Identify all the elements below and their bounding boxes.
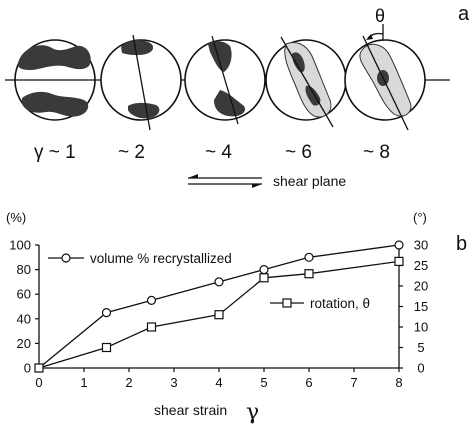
y-left-ticks: 0 20 40 60 80 100	[9, 238, 39, 376]
upper-arrowhead-left	[188, 174, 198, 178]
theta-arrowhead	[366, 34, 373, 40]
circle-5-label: ~ 8	[363, 142, 390, 163]
legend-label-volume: volume % recrystallized	[90, 251, 232, 266]
circle-2-label: ~ 2	[118, 142, 145, 163]
y-right-tick-label: 20	[414, 279, 428, 294]
fabric-circle-2	[100, 34, 182, 131]
texture-maximum-upper	[121, 39, 154, 56]
x-tick-label: 2	[125, 375, 132, 390]
texture-maximum-lower	[22, 91, 89, 117]
texture-maximum-lower	[214, 90, 246, 117]
lower-arrowhead-right	[252, 184, 262, 188]
x-tick-label: 0	[35, 375, 42, 390]
shear-plane-label: shear plane	[273, 173, 346, 189]
y-right-tick-label: 15	[414, 299, 428, 314]
y-right-unit: (°)	[413, 210, 427, 225]
data-point-volume	[146, 295, 157, 305]
data-point-volume	[394, 240, 404, 250]
data-point-volume	[101, 308, 112, 318]
y-left-tick-label: 40	[17, 311, 31, 326]
x-ticks: 0 1 2 3 4 5 6 7 8	[35, 368, 403, 390]
circle-3-label: ~ 4	[205, 142, 232, 163]
legend-entry-volume: volume % recrystallized	[48, 251, 232, 266]
y-left-tick-label: 0	[24, 361, 31, 376]
rotated-axis-line	[132, 34, 151, 131]
rotated-axis-line	[362, 35, 409, 131]
x-tick-label: 5	[260, 375, 267, 390]
y-left-tick-label: 60	[17, 287, 31, 302]
fabric-circle-4	[265, 36, 347, 128]
data-point-rotation	[101, 342, 112, 353]
y-left-tick-label: 80	[17, 262, 31, 277]
theta-symbol: θ	[375, 6, 385, 26]
y-right-tick-label: 5	[417, 340, 424, 355]
y-right-tick-label: 0	[417, 361, 424, 376]
data-point-rotation	[259, 273, 269, 283]
data-point-rotation	[394, 256, 404, 266]
data-point-rotation	[146, 322, 157, 332]
legend-marker-square	[282, 298, 292, 308]
legend-marker-circle	[61, 253, 71, 263]
series-layer	[34, 240, 404, 373]
data-point-volume	[214, 277, 224, 287]
y-left-tick-label: 100	[9, 238, 31, 253]
legend-label-rotation: rotation, θ	[310, 296, 370, 311]
x-tick-label: 6	[305, 375, 312, 390]
data-point-rotation	[34, 363, 44, 373]
texture-maximum-upper	[208, 41, 232, 72]
circle-4-label: ~ 6	[285, 142, 312, 163]
y-left-unit: (%)	[6, 210, 26, 225]
y-right-tick-label: 10	[414, 320, 428, 335]
y-right-ticks: 0 5 10 15 20 25 30	[399, 238, 428, 376]
fabric-circle-1	[14, 39, 96, 121]
data-point-volume	[259, 265, 269, 275]
x-axis-label: shear strain	[154, 402, 227, 418]
x-tick-label: 8	[395, 375, 402, 390]
fabric-circle-3	[184, 35, 266, 125]
x-tick-label: 4	[215, 375, 222, 390]
fabric-circle-5	[344, 24, 426, 131]
texture-maximum-lower	[305, 85, 321, 106]
y-right-tick-label: 25	[414, 258, 428, 273]
panel-b-letter: b	[456, 233, 467, 255]
data-point-rotation	[304, 269, 314, 279]
legend-entry-rotation: rotation, θ	[270, 296, 370, 311]
texture-maximum-upper	[17, 45, 91, 70]
rotated-axis-line	[280, 36, 334, 128]
texture-maximum-lower	[128, 102, 160, 119]
shear-sense-arrows	[188, 174, 262, 188]
panel-a-letter: a	[458, 3, 470, 25]
y-right-tick-label: 30	[414, 238, 428, 253]
x-tick-label: 1	[80, 375, 87, 390]
x-axis-label-gamma: γ	[246, 400, 259, 425]
data-point-rotation	[214, 310, 224, 320]
rotated-axis-line	[211, 35, 239, 125]
x-tick-label: 3	[170, 375, 177, 390]
y-left-tick-label: 20	[17, 336, 31, 351]
x-tick-label: 7	[350, 375, 357, 390]
circle-1-label: γ ~ 1	[34, 142, 76, 163]
texture-maximum-upper	[292, 52, 305, 73]
chart: 0 20 40 60 80 100 0 5 10 15 20 25 30 0 1 2 3 4 5 6 7 8	[9, 238, 428, 391]
data-point-volume	[304, 252, 314, 262]
